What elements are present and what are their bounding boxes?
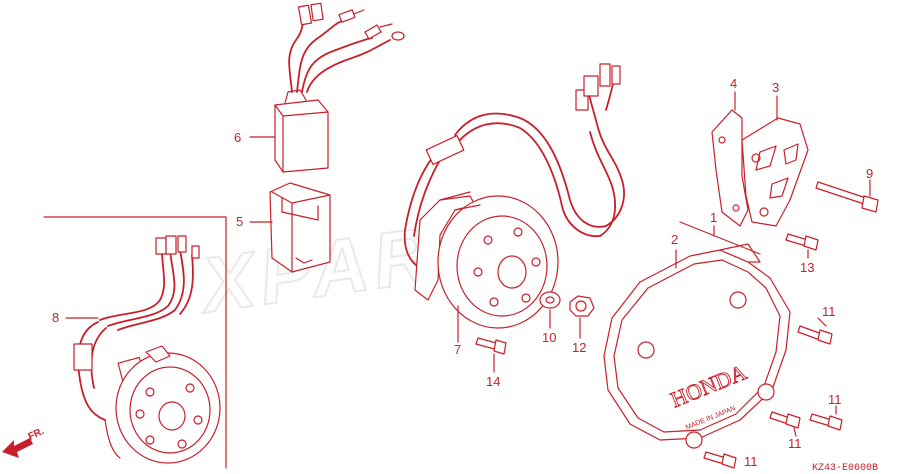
callout-11d: 11 — [744, 454, 758, 469]
callout-11a: 11 — [822, 304, 836, 319]
callout-5: 5 — [236, 214, 243, 229]
callout-8: 8 — [52, 310, 59, 325]
part-8-stator-assembly[interactable] — [73, 235, 221, 464]
part-11-bolt-a[interactable] — [797, 325, 833, 345]
callout-11b: 11 — [788, 436, 802, 451]
inset-frame — [43, 216, 227, 469]
diagram-code: KZ43-E0600B — [812, 463, 878, 474]
callout-4: 4 — [730, 76, 737, 91]
callout-12: 12 — [572, 340, 586, 355]
part-6-cdi-unit[interactable] — [274, 2, 405, 173]
callout-11c: 11 — [828, 392, 842, 407]
part-10-washer[interactable] — [539, 291, 561, 309]
part-3-sprocket-cover[interactable] — [741, 117, 809, 227]
part-11-bolt-c[interactable] — [809, 413, 843, 431]
part-4-plate[interactable] — [711, 109, 749, 227]
callout-1: 1 — [710, 210, 717, 225]
part-11-bolt-d[interactable] — [703, 451, 737, 469]
callout-14: 14 — [486, 374, 500, 389]
part-9-bolt[interactable] — [815, 181, 879, 213]
leader-1-2 — [675, 221, 761, 269]
callout-labels: 1 2 3 4 5 6 7 8 9 10 11 11 11 11 12 13 1… — [52, 76, 873, 469]
callout-13: 13 — [800, 260, 814, 275]
part-7-stator[interactable] — [403, 63, 625, 329]
callout-10: 10 — [542, 330, 556, 345]
svg-text:FR.: FR. — [27, 426, 46, 443]
callout-6: 6 — [234, 130, 241, 145]
callout-2: 2 — [671, 232, 678, 247]
part-11-bolt-b[interactable] — [769, 411, 801, 429]
leader-11b — [793, 427, 797, 437]
part-13-bolt[interactable] — [785, 233, 819, 251]
part-5-cdi-holder[interactable] — [269, 182, 331, 273]
callout-9: 9 — [866, 166, 873, 181]
part-14-bolt[interactable] — [475, 337, 507, 355]
callout-3: 3 — [772, 80, 779, 95]
callout-7: 7 — [454, 342, 461, 357]
front-direction-arrow: FR. — [2, 426, 46, 458]
part-1-generator-cover[interactable]: HONDA MADE IN JAPAN — [603, 243, 791, 449]
leader-11a — [817, 317, 827, 327]
part-12-nut[interactable] — [569, 295, 595, 317]
